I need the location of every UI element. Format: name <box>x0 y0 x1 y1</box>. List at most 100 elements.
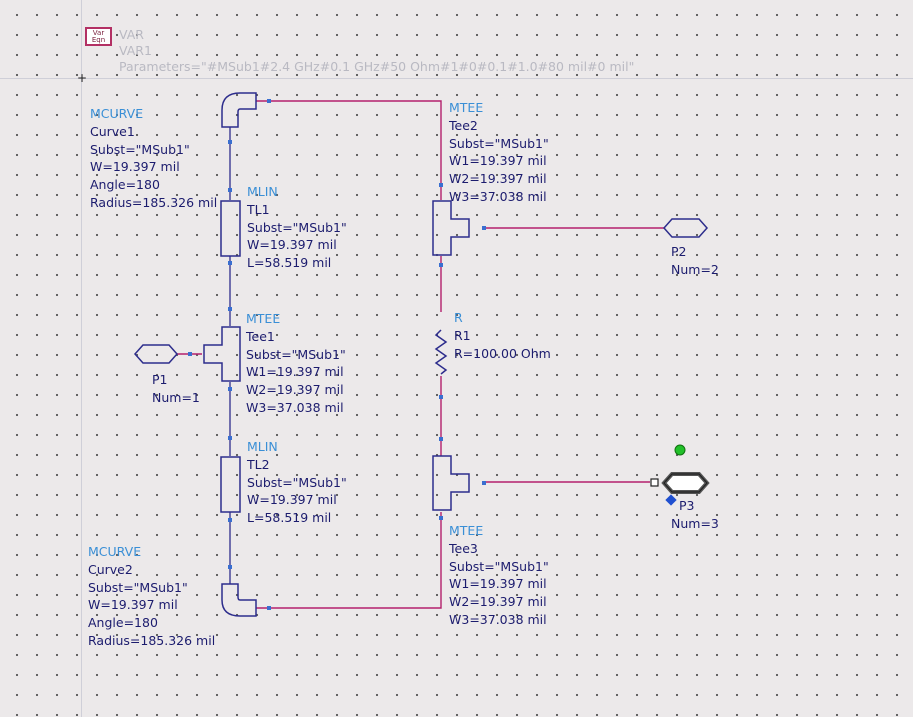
tee2-label[interactable]: MTEE Tee2 Subst="MSub1" W1=19.397 mil W2… <box>449 99 549 206</box>
p3-anchor-handle[interactable] <box>665 494 677 506</box>
var-eqn-icon[interactable]: Var Eqn <box>85 27 112 46</box>
tee3-type: MTEE <box>449 523 484 538</box>
r1-type: R <box>454 310 463 325</box>
pin-marker <box>267 606 271 610</box>
tee3-name: Tee3 <box>449 540 478 556</box>
var-type: VAR <box>119 27 144 42</box>
var-icon-line1: Var <box>92 29 105 37</box>
tee1-w3: W3=37.038 mil <box>246 399 344 415</box>
tl2-w: W=19.397 mil <box>247 492 337 508</box>
p1-label[interactable]: P1 Num=1 <box>152 371 200 407</box>
curve2-type: MCURVE <box>88 544 142 559</box>
p3-name: P3 <box>679 498 695 513</box>
tl2-body[interactable] <box>220 456 241 513</box>
pin-marker <box>228 261 232 265</box>
tl1-name: TL1 <box>247 201 270 217</box>
tl1-label[interactable]: MLIN TL1 Subst="MSub1" W=19.397 mil L=58… <box>247 183 347 272</box>
tee2-w1: W1=19.397 mil <box>449 153 547 169</box>
r1-value: R=100.00 Ohm <box>454 345 551 361</box>
tee1-label[interactable]: MTEE Tee1 Subst="MSub1" W1=19.397 mil W2… <box>246 310 346 417</box>
tl1-subst: Subst="MSub1" <box>247 219 347 235</box>
p3-pin-handle[interactable] <box>650 478 659 487</box>
p2-port-icon[interactable] <box>662 218 709 238</box>
curve2-symbol[interactable] <box>221 583 257 617</box>
p3-rotate-handle[interactable] <box>674 444 686 456</box>
tee3-w1: W1=19.397 mil <box>449 576 547 592</box>
curve2-label[interactable]: MCURVE Curve2 Subst="MSub1" W=19.397 mil… <box>88 543 215 650</box>
tee2-body[interactable] <box>432 200 470 256</box>
grid-guide-vertical <box>81 0 82 717</box>
curve1-symbol[interactable] <box>221 92 257 128</box>
pin-markers <box>188 99 486 610</box>
tee1-name: Tee1 <box>246 328 275 344</box>
pin-marker <box>439 395 443 399</box>
tee1-w1: W1=19.397 mil <box>246 364 344 380</box>
p3-label[interactable]: P3 Num=3 <box>671 497 719 533</box>
pin-marker <box>228 307 232 311</box>
p1-name: P1 <box>152 372 168 387</box>
curve2-body[interactable] <box>221 583 257 617</box>
tl2-subst: Subst="MSub1" <box>247 474 347 490</box>
wire-curve1-tee2[interactable] <box>256 100 442 200</box>
wire-tee3-curve2[interactable] <box>256 512 442 609</box>
p2-label[interactable]: P2 Num=2 <box>671 243 719 279</box>
grid-guide-horizontal <box>0 78 913 79</box>
pin-marker <box>439 516 443 520</box>
tee3-w2: W2=19.397 mil <box>449 594 547 610</box>
pin-marker <box>228 188 232 192</box>
tee3-label[interactable]: MTEE Tee3 Subst="MSub1" W1=19.397 mil W2… <box>449 522 549 629</box>
p3-num: Num=3 <box>671 515 719 531</box>
r1-name: R1 <box>454 327 471 343</box>
tee2-w3: W3=37.038 mil <box>449 188 547 204</box>
r1-label[interactable]: R R1 R=100.00 Ohm <box>454 309 551 362</box>
tee1-w2: W2=19.397 mil <box>246 382 344 398</box>
pin-marker <box>228 518 232 522</box>
tee3-subst: Subst="MSub1" <box>449 558 549 574</box>
curve2-radius: Radius=185.326 mil <box>88 632 216 648</box>
pin-marker <box>228 387 232 391</box>
curve1-radius: Radius=185.326 mil <box>90 194 218 210</box>
curve1-subst: Subst="MSub1" <box>90 141 190 157</box>
pin-marker <box>439 183 443 187</box>
p1-port-icon[interactable] <box>133 344 179 364</box>
var-params: Parameters="#MSub1#2.4 GHz#0.1 GHz#50 Oh… <box>119 59 635 74</box>
tl2-label[interactable]: MLIN TL2 Subst="MSub1" W=19.397 mil L=58… <box>247 438 347 527</box>
pin-marker <box>228 565 232 569</box>
p2-name: P2 <box>671 244 687 259</box>
curve1-w: W=19.397 mil <box>90 159 180 175</box>
curve1-label[interactable]: MCURVE Curve1 Subst="MSub1" W=19.397 mil… <box>90 105 217 212</box>
curve2-w: W=19.397 mil <box>88 597 178 613</box>
curve1-body[interactable] <box>221 92 257 128</box>
p1-num: Num=1 <box>152 389 200 405</box>
origin-cross-icon: + <box>77 71 88 85</box>
tl1-l: L=58.519 mil <box>247 255 332 271</box>
tl1-w: W=19.397 mil <box>247 237 337 253</box>
tl2-type: MLIN <box>247 439 278 454</box>
var-name: VAR1 <box>119 43 152 58</box>
curve1-type: MCURVE <box>90 106 144 121</box>
pin-marker <box>439 437 443 441</box>
tee1-subst: Subst="MSub1" <box>246 346 346 362</box>
tl2-name: TL2 <box>247 456 270 472</box>
pin-marker <box>267 99 271 103</box>
tee2-type: MTEE <box>449 100 484 115</box>
tl1-body[interactable] <box>220 200 241 257</box>
var-block-label[interactable]: VAR VAR1 Parameters="#MSub1#2.4 GHz#0.1 … <box>119 27 634 75</box>
pin-marker <box>228 140 232 144</box>
tee1-type: MTEE <box>246 311 281 326</box>
tee3-body[interactable] <box>432 455 470 511</box>
pin-marker <box>188 352 192 356</box>
curve2-angle: Angle=180 <box>88 615 158 631</box>
pin-marker <box>439 263 443 267</box>
curve1-angle: Angle=180 <box>90 177 160 193</box>
tee1-body[interactable] <box>203 326 241 382</box>
p3-port-icon-selected[interactable] <box>661 472 710 494</box>
pin-marker <box>482 226 486 230</box>
p3-port-outline <box>663 473 708 493</box>
r1-resistor-icon[interactable] <box>434 329 448 375</box>
tee2-w2: W2=19.397 mil <box>449 171 547 187</box>
tee2-subst: Subst="MSub1" <box>449 135 549 151</box>
p2-num: Num=2 <box>671 261 719 277</box>
pin-marker <box>228 436 232 440</box>
